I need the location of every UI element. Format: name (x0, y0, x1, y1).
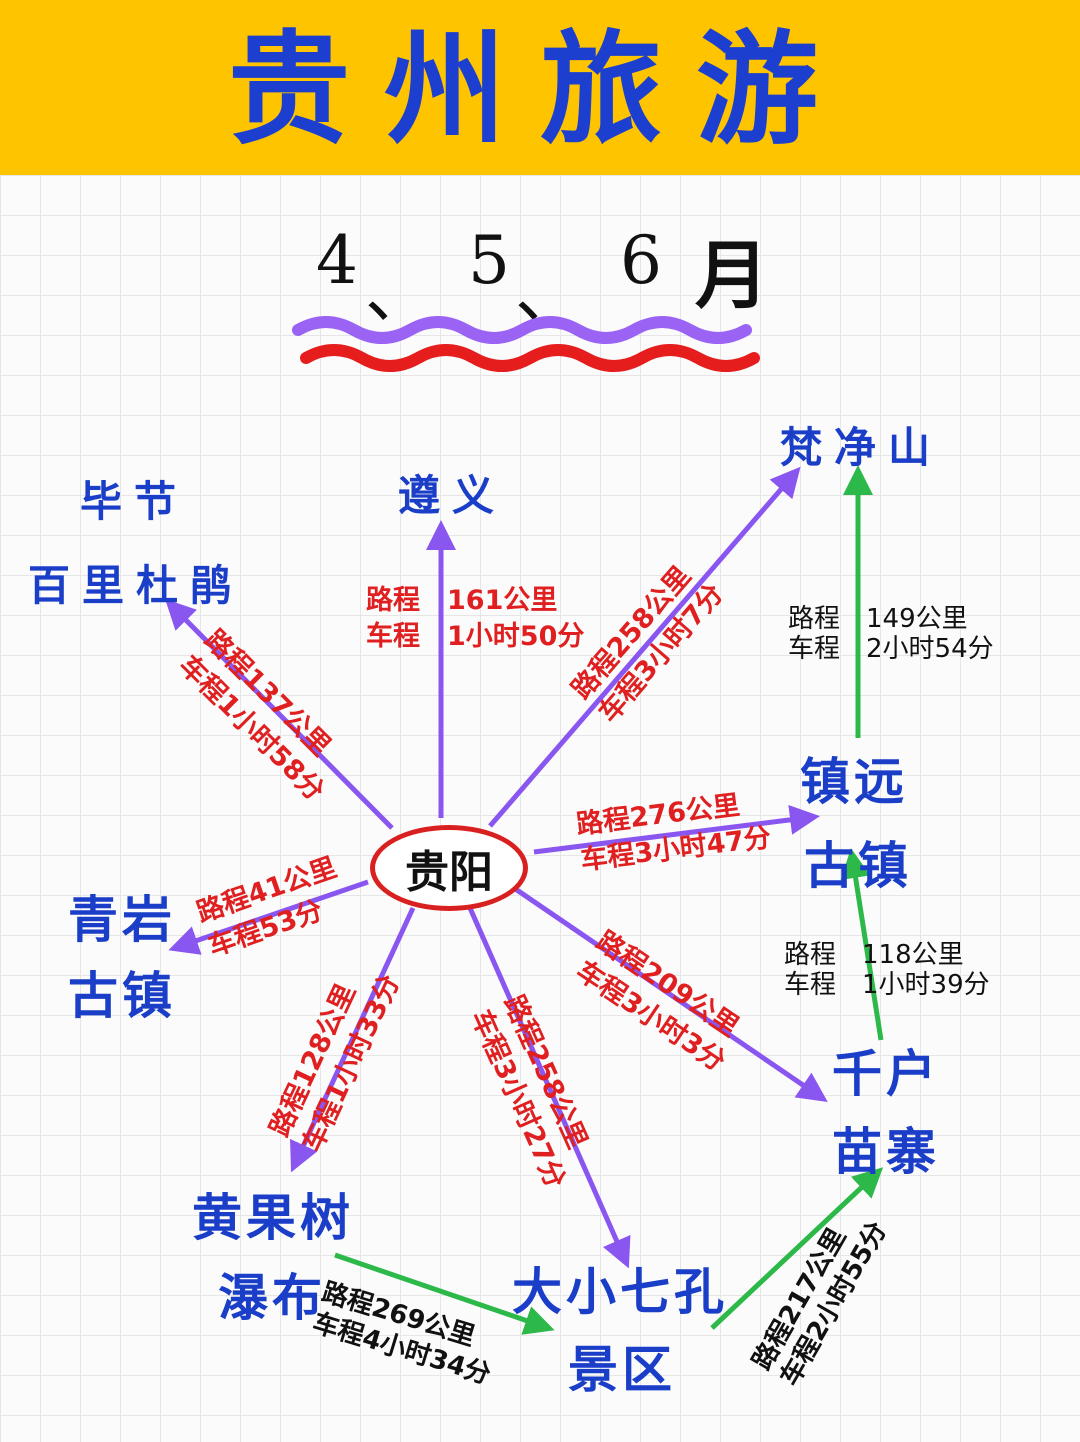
month-4: 4 (316, 222, 358, 299)
place-qingyan-name: 青岩 (68, 891, 176, 949)
arrow-daxiaoqikong-qianhu (710, 1167, 884, 1330)
hub-guiyang-label: 贵阳 (405, 847, 493, 898)
month-6: 6 (620, 222, 662, 299)
arrow-guiyang-daxiaoqikong (467, 906, 631, 1269)
arrow-guiyang-qianhu (512, 885, 828, 1102)
month-5: 5 (468, 222, 510, 299)
arrow-guiyang-qingyan (168, 879, 369, 955)
place-qingyan-sub: 古镇 (68, 967, 176, 1025)
month-unit: 月 (695, 233, 769, 319)
place-bijie-name: 毕节 (80, 477, 189, 526)
route-zhenyuan-fanjingshan-time: 车程 2小时54分 (788, 634, 994, 664)
wave-purple-1 (292, 316, 752, 344)
place-bijie-sub: 百里杜鹃 (28, 561, 245, 610)
route-label-zunyi: 路程 161公里 车程 1小时50分 (366, 583, 584, 655)
hub-guiyang: 贵阳 (370, 825, 528, 911)
place-zhenyuan-sub: 古镇 (804, 837, 912, 895)
place-daxiaoqikong-sub: 景区 (568, 1341, 676, 1399)
arrow-qianhu-zhenyuan (840, 848, 884, 1041)
route-zunyi-distance: 路程 161公里 (366, 585, 558, 616)
route-label-zhenyuan-fanjingshan: 路程 149公里 车程 2小时54分 (788, 604, 994, 664)
place-fanjingshan: 梵净山 (780, 423, 943, 472)
route-zhenyuan-fanjingshan-distance: 路程 149公里 (788, 604, 968, 634)
route-label-qianhu-zhenyuan: 路程 118公里 车程 1小时39分 (784, 940, 990, 1000)
grid-background (0, 175, 1080, 1442)
route-qianhu-zhenyuan-distance: 路程 118公里 (784, 940, 964, 970)
page-title: 贵州旅游 (228, 17, 852, 161)
route-zunyi-time: 车程 1小时50分 (366, 621, 585, 652)
place-huangguoshu-sub: 瀑布 (218, 1269, 326, 1327)
title-banner (0, 0, 1080, 175)
route-qianhu-zhenyuan-time: 车程 1小时39分 (784, 970, 990, 1000)
place-qianhu-name: 千户 (832, 1045, 940, 1103)
arrow-guiyang-bijie (165, 599, 394, 830)
place-daxiaoqikong-name: 大小七孔 (512, 1263, 728, 1321)
arrow-guiyang-fanjingshan (488, 466, 801, 828)
arrow-guiyang-huangguoshu (290, 906, 416, 1173)
arrow-guiyang-zhenyuan (533, 804, 820, 855)
place-zhenyuan-name: 镇远 (800, 753, 908, 811)
arrow-huangguoshu-daxiaoqikong (334, 1252, 555, 1335)
place-qianhu-sub: 苗寨 (832, 1123, 940, 1181)
wave-red-1 (300, 344, 760, 372)
place-zunyi: 遵义 (398, 471, 507, 520)
place-huangguoshu-name: 黄果树 (192, 1189, 354, 1247)
